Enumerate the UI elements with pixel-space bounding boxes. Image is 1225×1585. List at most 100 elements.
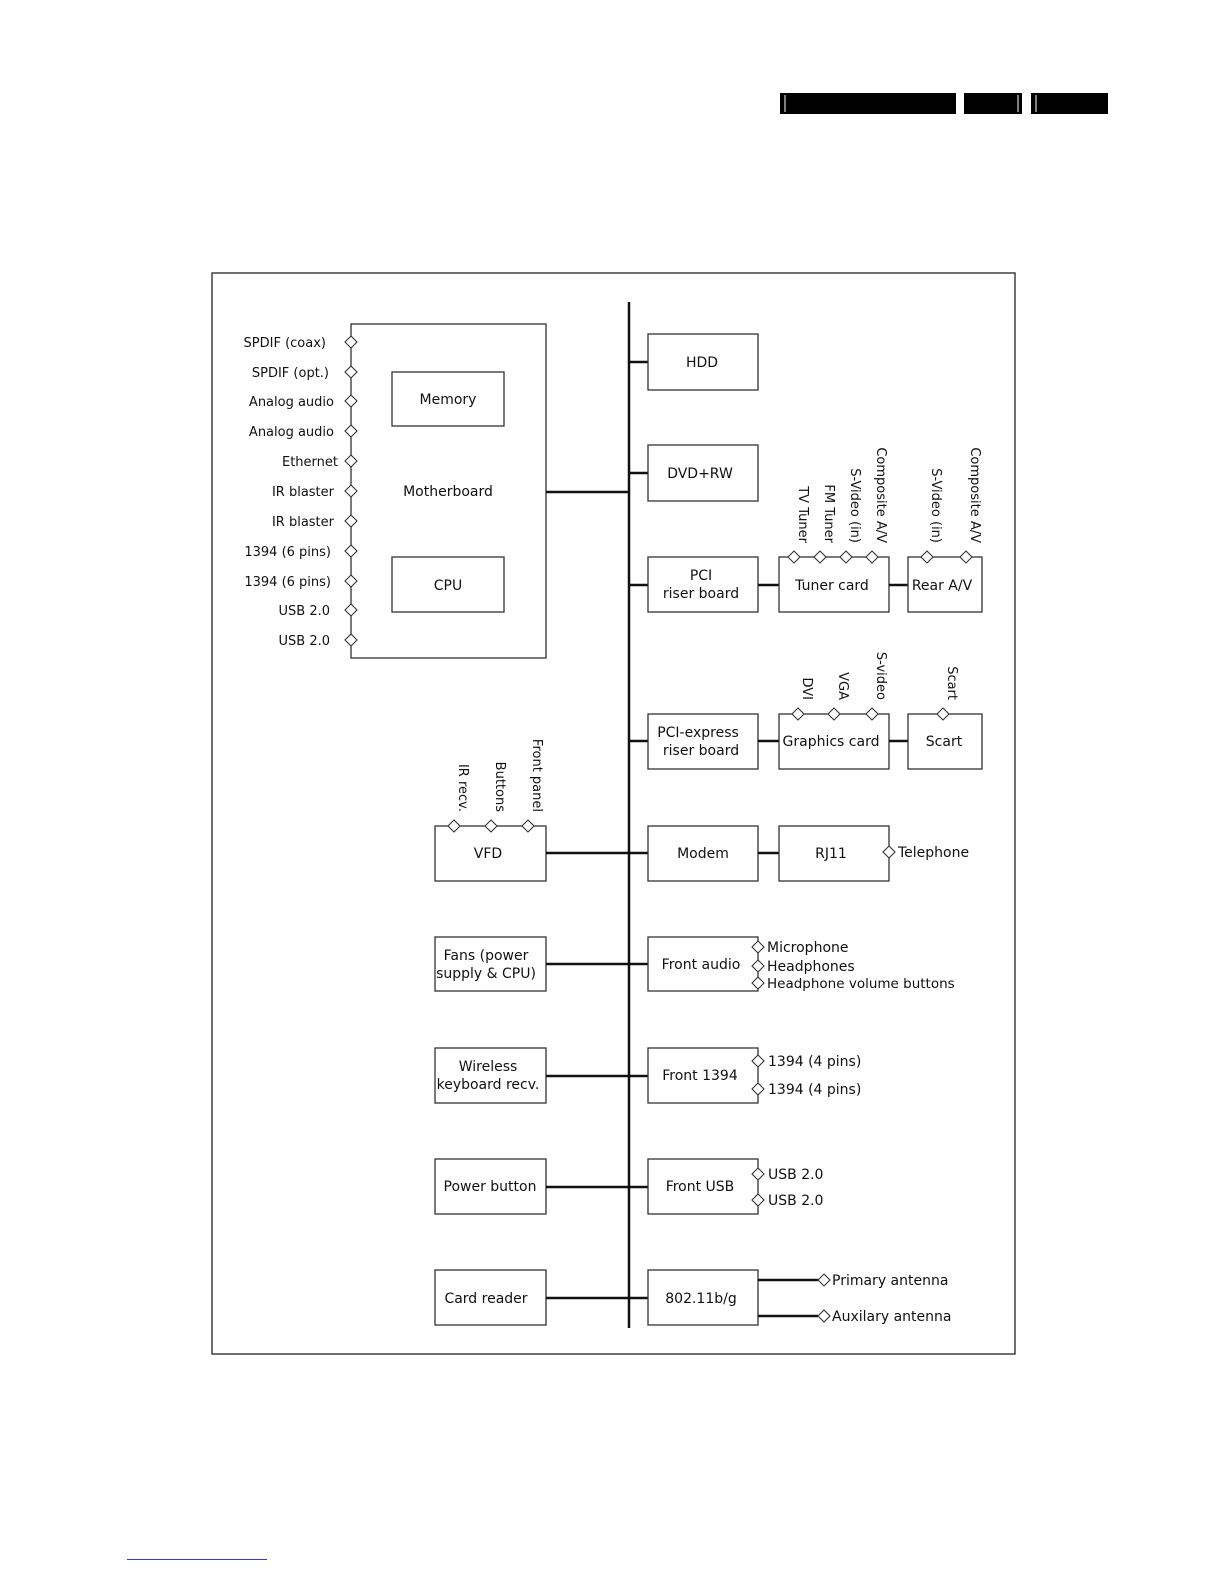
port-label: S-Video (in) <box>847 468 862 543</box>
port-label: Headphone volume buttons <box>767 976 955 992</box>
port-connector-icon <box>817 1273 831 1287</box>
port-label: USB 2.0 <box>279 634 331 649</box>
wireless-recv-label-line1: Wireless <box>459 1059 518 1075</box>
dvd-box <box>647 444 759 502</box>
hdd-box <box>647 333 759 391</box>
memory-box <box>391 371 505 427</box>
port-label: IR blaster <box>272 515 335 530</box>
tuner-card-label: Tuner card <box>794 578 869 594</box>
port-label: FM Tuner <box>821 484 836 543</box>
port-connector-icon <box>751 959 765 973</box>
front-1394-box <box>647 1047 759 1104</box>
rear-av-label: Rear A/V <box>912 578 973 594</box>
port-label: Primary antenna <box>832 1273 948 1289</box>
port-label: USB 2.0 <box>279 604 331 619</box>
port-connector-icon <box>447 819 461 833</box>
rj11-label: RJ11 <box>815 846 847 862</box>
dvd-label: DVD+RW <box>667 466 733 482</box>
port-label: 1394 (4 pins) <box>768 1054 861 1070</box>
port-connector-icon <box>344 603 358 617</box>
wifi-label: 802.11b/g <box>665 1291 736 1307</box>
port-connector-icon <box>751 1054 765 1068</box>
vfd-ports: IR recv. Buttons Front panel <box>447 739 544 833</box>
port-label: TV Tuner <box>795 485 810 543</box>
port-connector-icon <box>882 845 896 859</box>
fans-label-line1: Fans (power <box>444 948 529 964</box>
vfd-label: VFD <box>474 846 502 862</box>
port-label: Auxilary antenna <box>832 1309 951 1325</box>
port-label: USB 2.0 <box>768 1167 823 1183</box>
modem-box <box>647 825 759 882</box>
port-label: 1394 (6 pins) <box>244 575 331 590</box>
port-connector-icon <box>751 1193 765 1207</box>
fans-box <box>434 936 547 992</box>
port-connector-icon <box>344 394 358 408</box>
port-connector-icon <box>817 1309 831 1323</box>
port-connector-icon <box>344 484 358 498</box>
modem-label: Modem <box>677 846 729 862</box>
port-label: Composite A/V <box>967 447 982 543</box>
wireless-recv-label-line2: keyboard recv. <box>437 1077 540 1093</box>
port-connector-icon <box>920 550 934 564</box>
port-connector-icon <box>791 707 805 721</box>
cpu-label: CPU <box>434 578 462 594</box>
port-label: USB 2.0 <box>768 1193 823 1209</box>
port-label: Buttons <box>492 762 507 813</box>
graphics-card-box <box>778 713 890 770</box>
front-usb-ports: USB 2.0 USB 2.0 <box>751 1167 823 1209</box>
port-connector-icon <box>751 1167 765 1181</box>
graphics-card-ports: DVI VGA S-video <box>791 652 888 721</box>
port-label: Ethernet <box>282 455 338 470</box>
port-label: Analog audio <box>249 395 334 410</box>
fans-label-line2: supply & CPU) <box>436 966 536 982</box>
port-label: Analog audio <box>249 425 334 440</box>
graphics-card-label: Graphics card <box>783 734 880 750</box>
pci-riser-label-line2: riser board <box>663 586 739 602</box>
pci-riser-box <box>647 556 759 613</box>
front-audio-label: Front audio <box>662 957 741 973</box>
tuner-card-ports: TV Tuner FM Tuner S-Video (in) Composite… <box>787 447 888 564</box>
diagram-frame <box>211 272 1016 1355</box>
port-connector-icon <box>751 1082 765 1096</box>
port-connector-icon <box>751 976 765 990</box>
pci-riser-label-line1: PCI <box>690 568 712 584</box>
port-connector-icon <box>344 365 358 379</box>
wifi-box <box>647 1269 759 1326</box>
port-connector-icon <box>344 574 358 588</box>
port-label: SPDIF (coax) <box>244 336 326 351</box>
front-usb-label: Front USB <box>666 1179 735 1195</box>
port-label: DVI <box>799 677 814 700</box>
scart-ports: Scart <box>936 666 959 721</box>
motherboard-ports: SPDIF (coax) SPDIF (opt.) Analog audio A… <box>244 335 358 649</box>
hdd-label: HDD <box>686 355 718 371</box>
pcie-riser-label-line2: riser board <box>663 743 739 759</box>
port-connector-icon <box>484 819 498 833</box>
port-label: S-video <box>873 652 888 700</box>
port-connector-icon <box>344 514 358 528</box>
port-connector-icon <box>839 550 853 564</box>
port-connector-icon <box>959 550 973 564</box>
port-label: VGA <box>835 672 850 700</box>
port-label: SPDIF (opt.) <box>252 366 329 381</box>
port-label: 1394 (6 pins) <box>244 545 331 560</box>
vfd-box <box>434 825 547 882</box>
port-label: IR recv. <box>455 764 470 812</box>
scart-label: Scart <box>926 734 963 750</box>
port-connector-icon <box>344 454 358 468</box>
port-connector-icon <box>865 707 879 721</box>
power-button-label: Power button <box>444 1179 537 1195</box>
port-connector-icon <box>521 819 535 833</box>
port-connector-icon <box>787 550 801 564</box>
port-label: 1394 (4 pins) <box>768 1082 861 1098</box>
port-connector-icon <box>344 633 358 647</box>
front-1394-ports: 1394 (4 pins) 1394 (4 pins) <box>751 1054 861 1098</box>
port-label: Microphone <box>767 940 849 956</box>
port-connector-icon <box>751 940 765 954</box>
header-bars <box>780 93 1108 114</box>
port-connector-icon <box>344 335 358 349</box>
port-label: Headphones <box>767 959 855 975</box>
motherboard-label: Motherboard <box>403 484 493 500</box>
port-connector-icon <box>344 544 358 558</box>
port-label: Composite A/V <box>873 447 888 543</box>
